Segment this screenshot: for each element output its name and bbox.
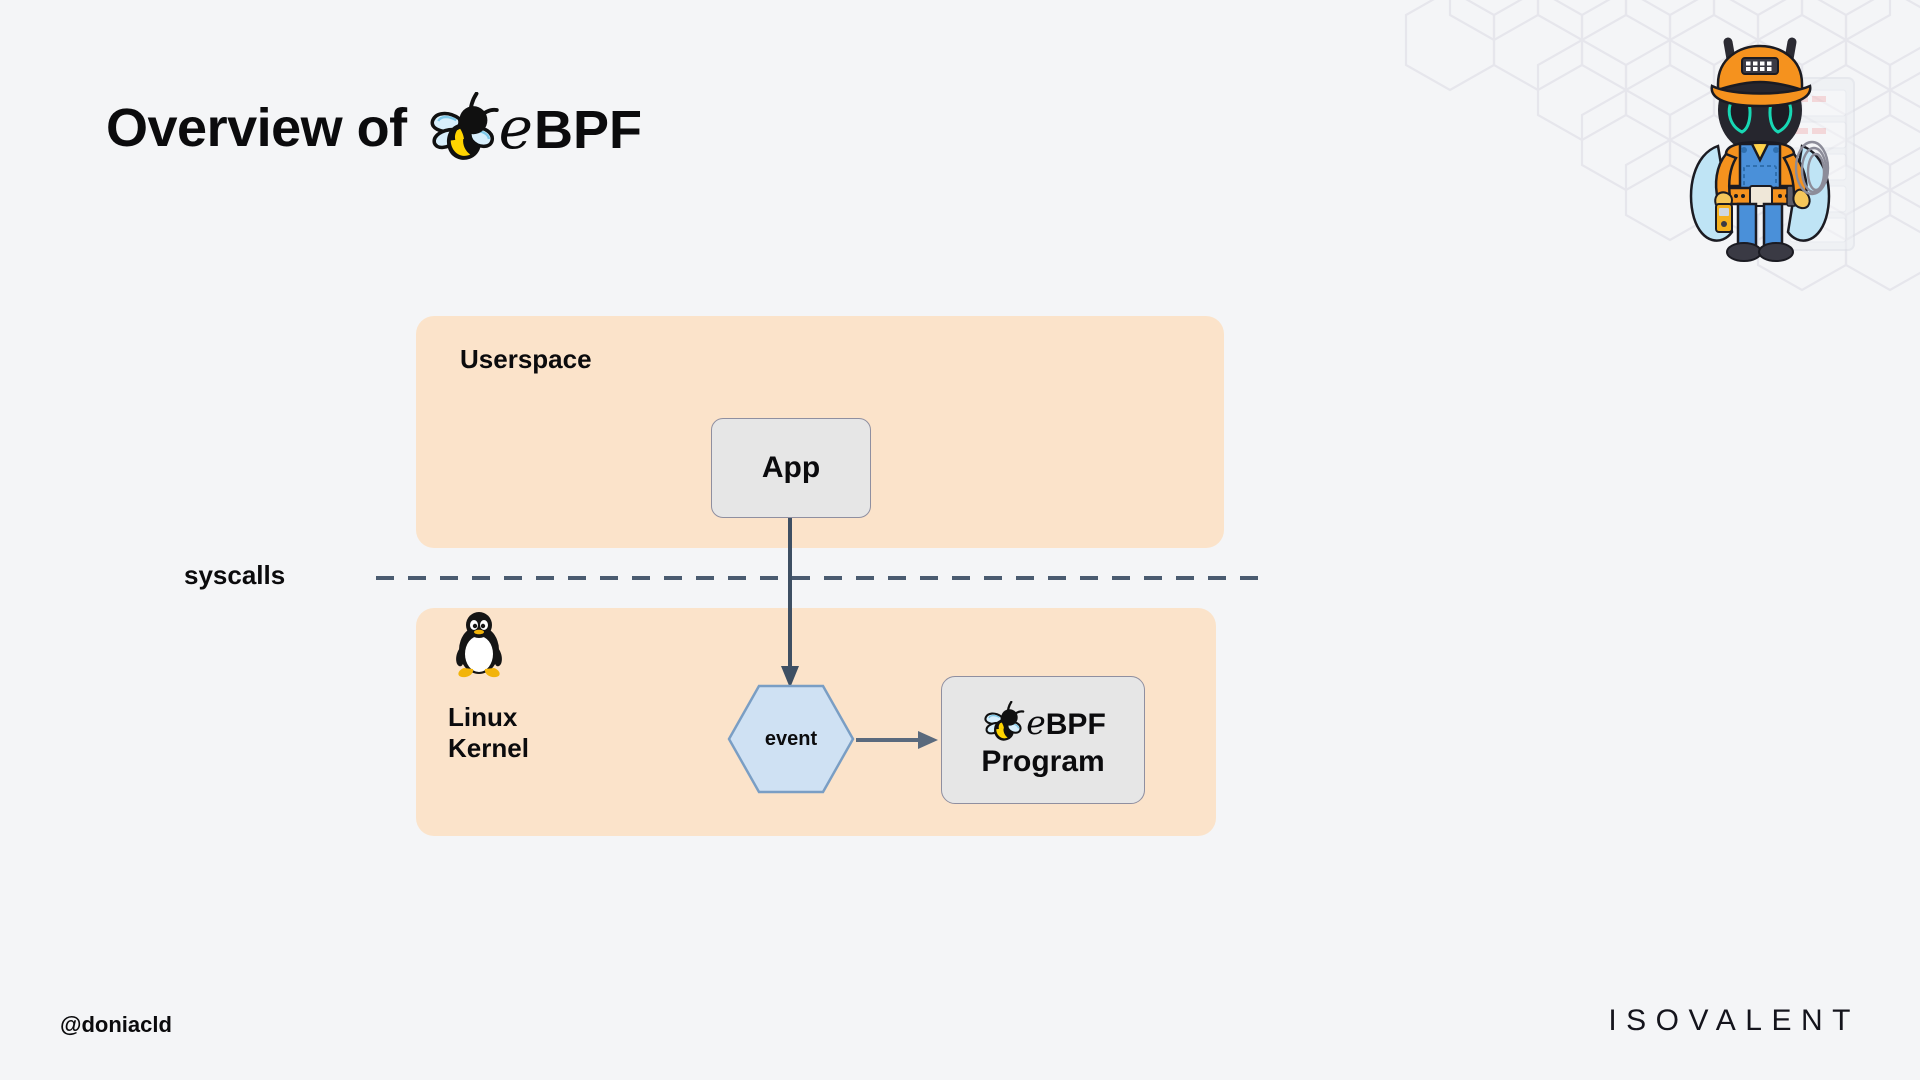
title-ebpf-e: e (498, 94, 533, 162)
kernel-label: Linux Kernel (448, 702, 529, 763)
event-hexagon[interactable] (727, 684, 855, 794)
ebpf-program-name: Program (981, 745, 1105, 778)
isovalent-logo: ISOVALENT (1608, 1004, 1860, 1038)
ebpf-bee-icon (430, 92, 499, 160)
tux-penguin-icon (456, 612, 502, 678)
ebpf-program-bpf: BPF (1045, 707, 1106, 741)
title-ebpf-bpf: BPF (533, 100, 642, 160)
isovalent-bee-engineer-mascot-icon (1689, 37, 1855, 262)
author-handle: @doniacld (60, 1012, 172, 1037)
userspace-label: Userspace (460, 344, 592, 374)
ebpf-program-e: e (1026, 702, 1046, 742)
syscalls-label: syscalls (184, 560, 286, 590)
app-box[interactable]: App (711, 418, 871, 518)
isovalent-logo-text: ISOVALENT (1608, 1004, 1860, 1037)
title-prefix-text: Overview of (106, 98, 407, 158)
ebpf-bee-icon (984, 701, 1025, 741)
